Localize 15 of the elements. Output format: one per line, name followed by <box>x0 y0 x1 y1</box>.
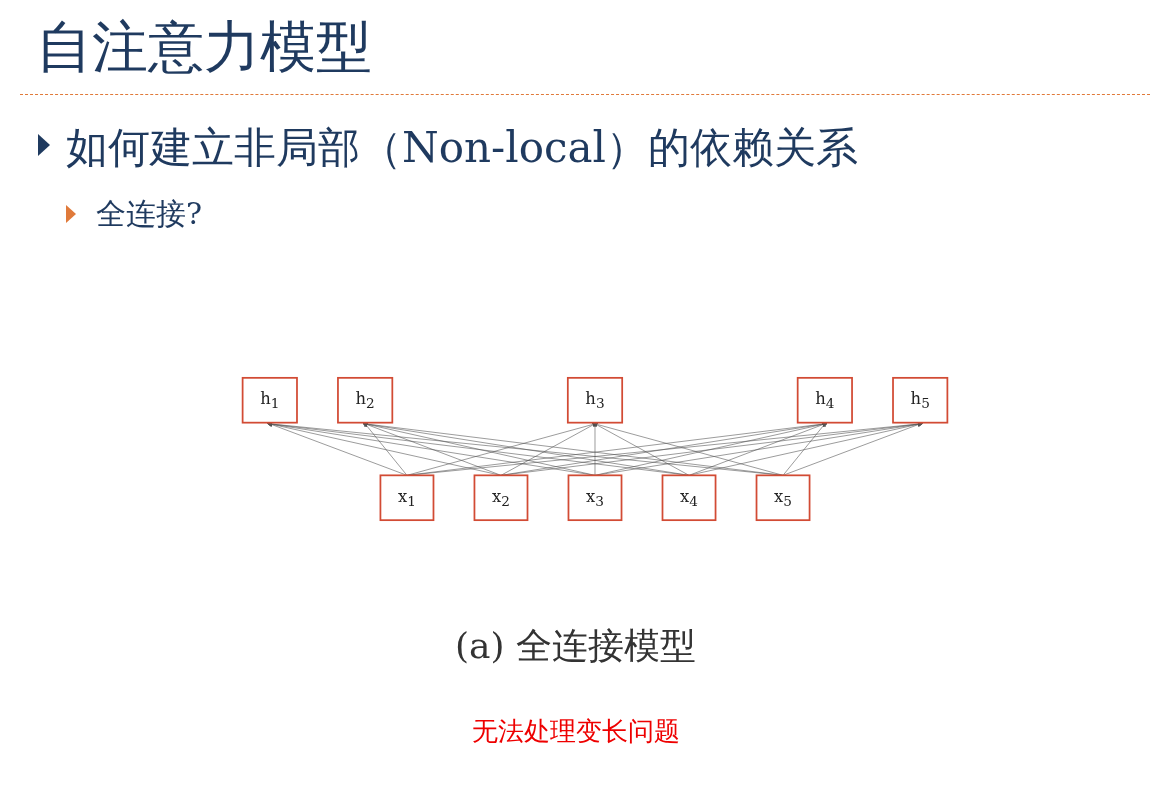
node-box: x$_{1}$ <box>379 474 435 522</box>
node-box: h$_{5}$ <box>892 376 949 424</box>
node-box: h$_{2}$ <box>337 376 394 424</box>
node-box: x$_{4}$ <box>661 474 717 522</box>
node-box: x$_{3}$ <box>567 474 623 522</box>
note-text: 无法处理变长问题 <box>470 715 681 748</box>
node-box: h$_{3}$ <box>566 376 624 424</box>
sub-bullet-text: 全连接? <box>96 195 203 233</box>
bullet-text: 如何建立非局部（Non-local）的依赖关系 <box>66 122 858 174</box>
node-box: h$_{4}$ <box>796 376 853 424</box>
figure-caption: (a) 全连接模型 <box>454 624 697 668</box>
slide-title: 自注意力模型 <box>36 13 372 81</box>
node-box: x$_{2}$ <box>473 474 529 522</box>
node-box: h$_{1}$ <box>241 376 298 424</box>
node-box: x$_{5}$ <box>755 474 811 522</box>
